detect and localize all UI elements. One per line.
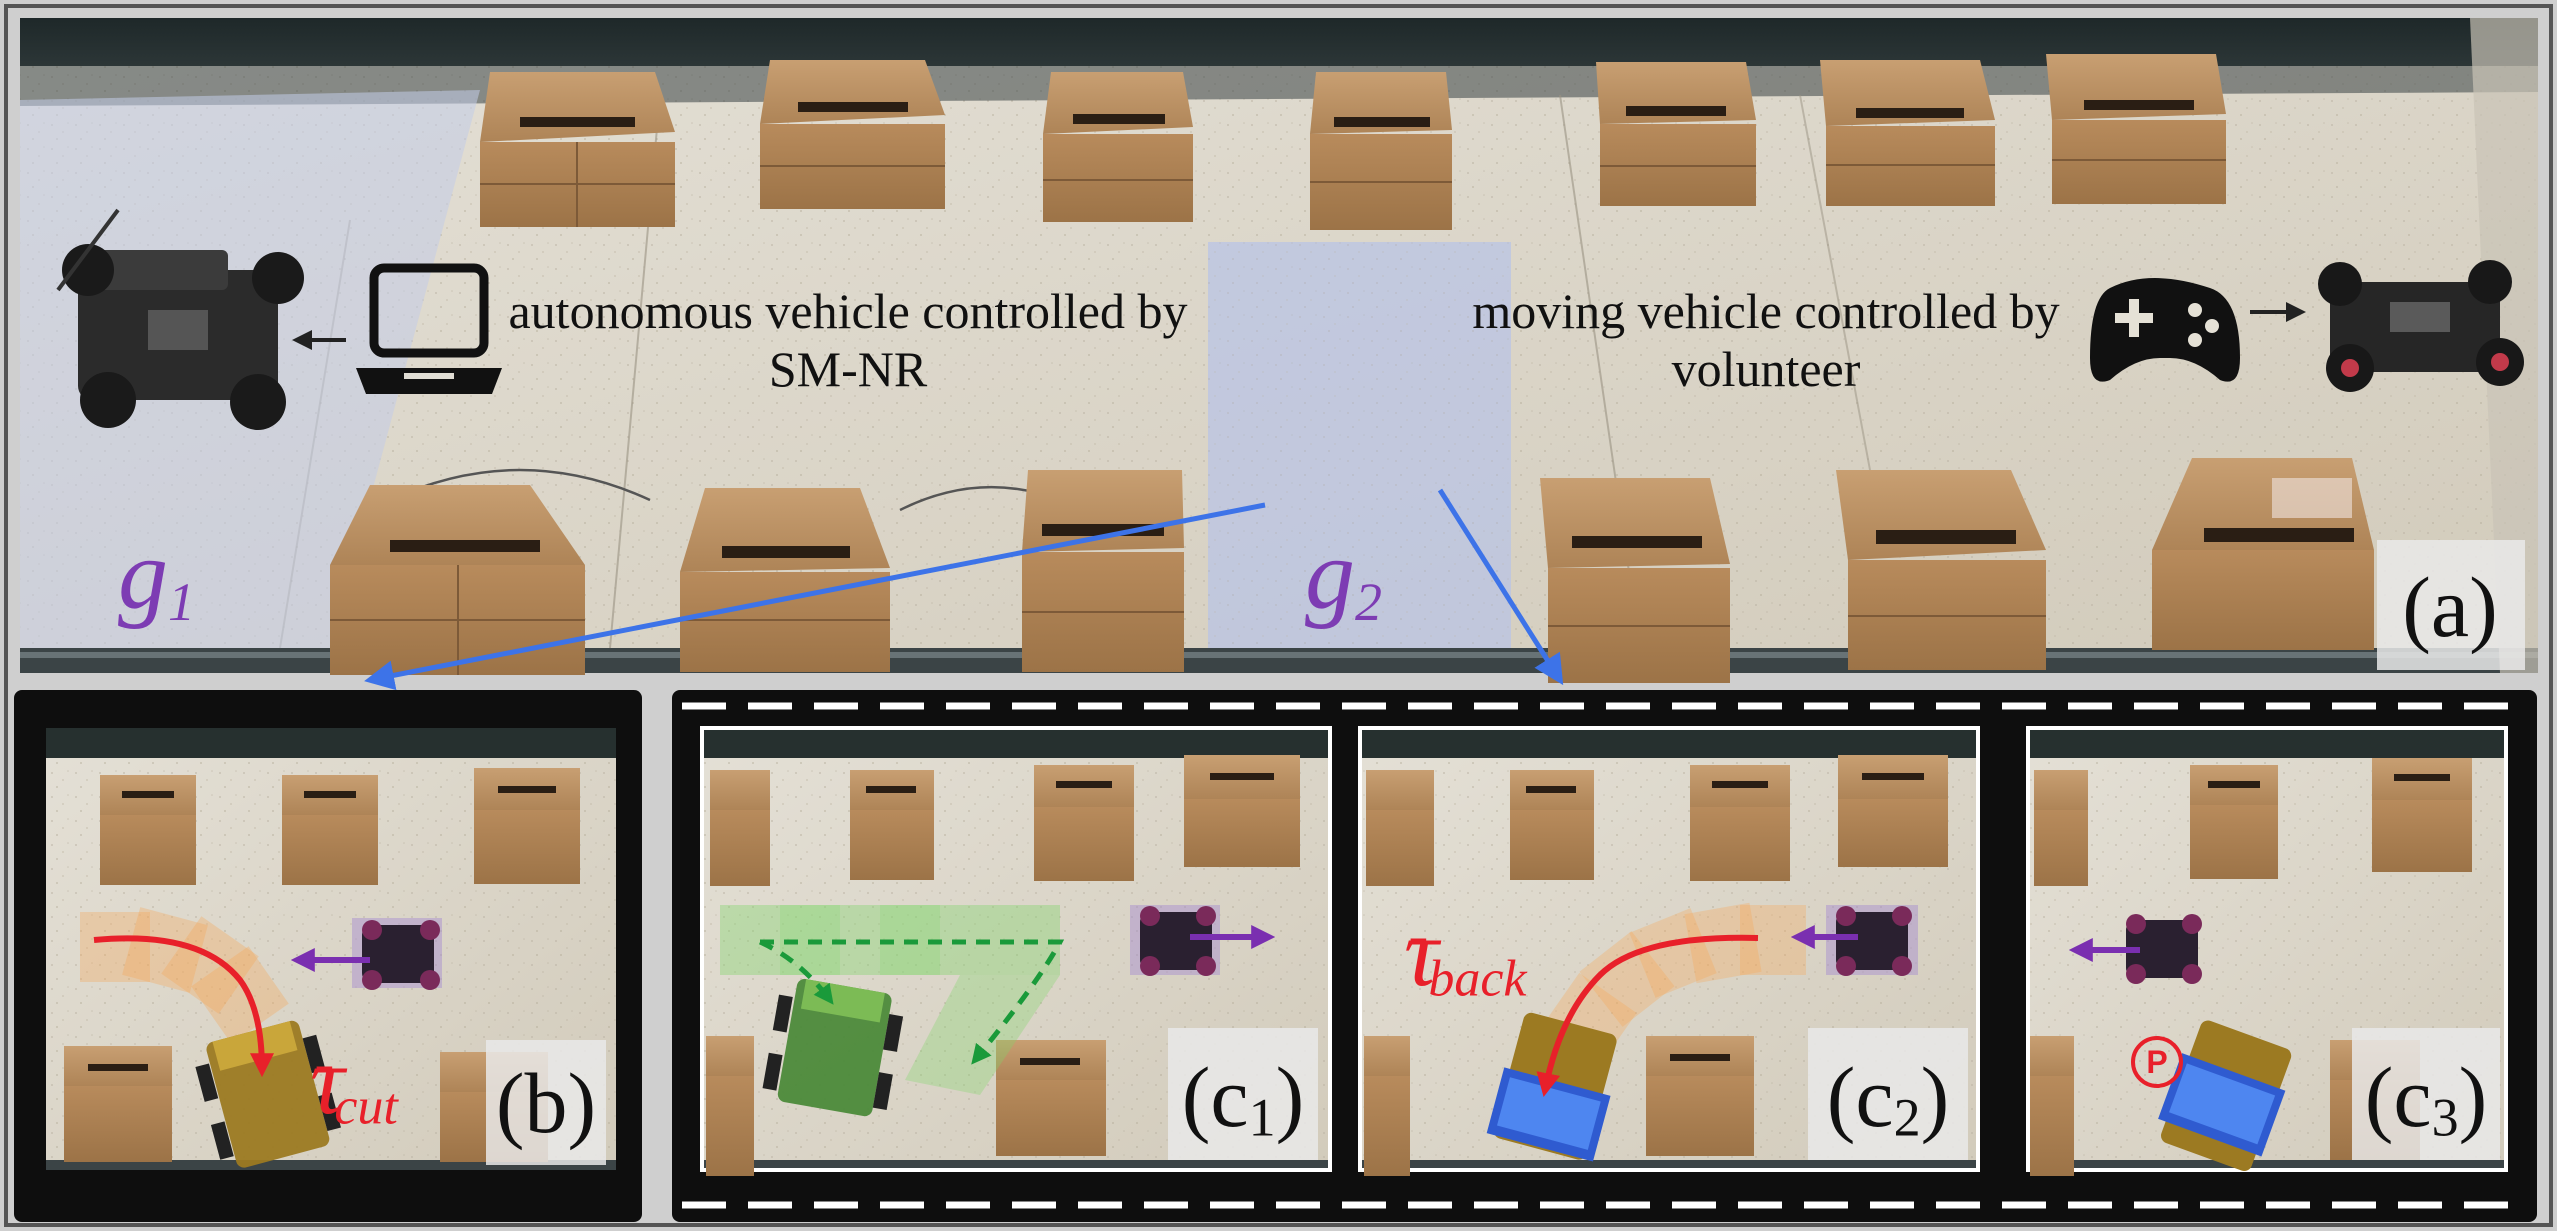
gamepad-icon — [2090, 278, 2240, 382]
tau-cut-label: τ-cut — [310, 1027, 398, 1136]
panel-c1-label: (c1) — [1181, 1049, 1305, 1148]
volunteer-car-top — [2318, 260, 2524, 392]
boxes-bottom-row — [330, 458, 2374, 683]
panel-b-label: (b) — [495, 1055, 597, 1151]
arrow-to-panel-b — [364, 502, 1266, 691]
caption-autonomous: autonomous vehicle controlled by SM-NR — [488, 282, 1208, 398]
autonomous-car-top — [56, 208, 304, 430]
laptop-icon — [356, 263, 502, 394]
parking-sign-icon — [2131, 1036, 2183, 1088]
caption-volunteer-line1: moving vehicle controlled by — [1472, 283, 2060, 339]
panel-c1 — [700, 726, 1332, 1176]
panel-c2-label: (c2) — [1826, 1049, 1950, 1148]
panel-c3-label: (c3) — [2364, 1049, 2488, 1148]
caption-volunteer: moving vehicle controlled by volunteer — [1456, 282, 2076, 398]
tau-back-label: τ-back — [1404, 899, 1527, 1008]
caption-autonomous-line2: SM-NR — [768, 341, 928, 397]
panel-c3 — [2026, 726, 2508, 1176]
panel-c2 — [1358, 726, 1980, 1176]
boxes-top-row — [480, 54, 2226, 230]
panel-a-label: (a) — [2402, 559, 2498, 655]
caption-volunteer-line2: volunteer — [1671, 341, 1861, 397]
arrow-to-panel-c2 — [1437, 488, 1564, 686]
caption-autonomous-line1: autonomous vehicle controlled by — [508, 283, 1188, 339]
panel-b — [14, 690, 642, 1222]
goal-g2-label: g2 — [1305, 519, 1382, 632]
parking-sign-label: P — [2146, 1044, 2168, 1080]
goal-g1-label: g1 — [118, 519, 195, 632]
